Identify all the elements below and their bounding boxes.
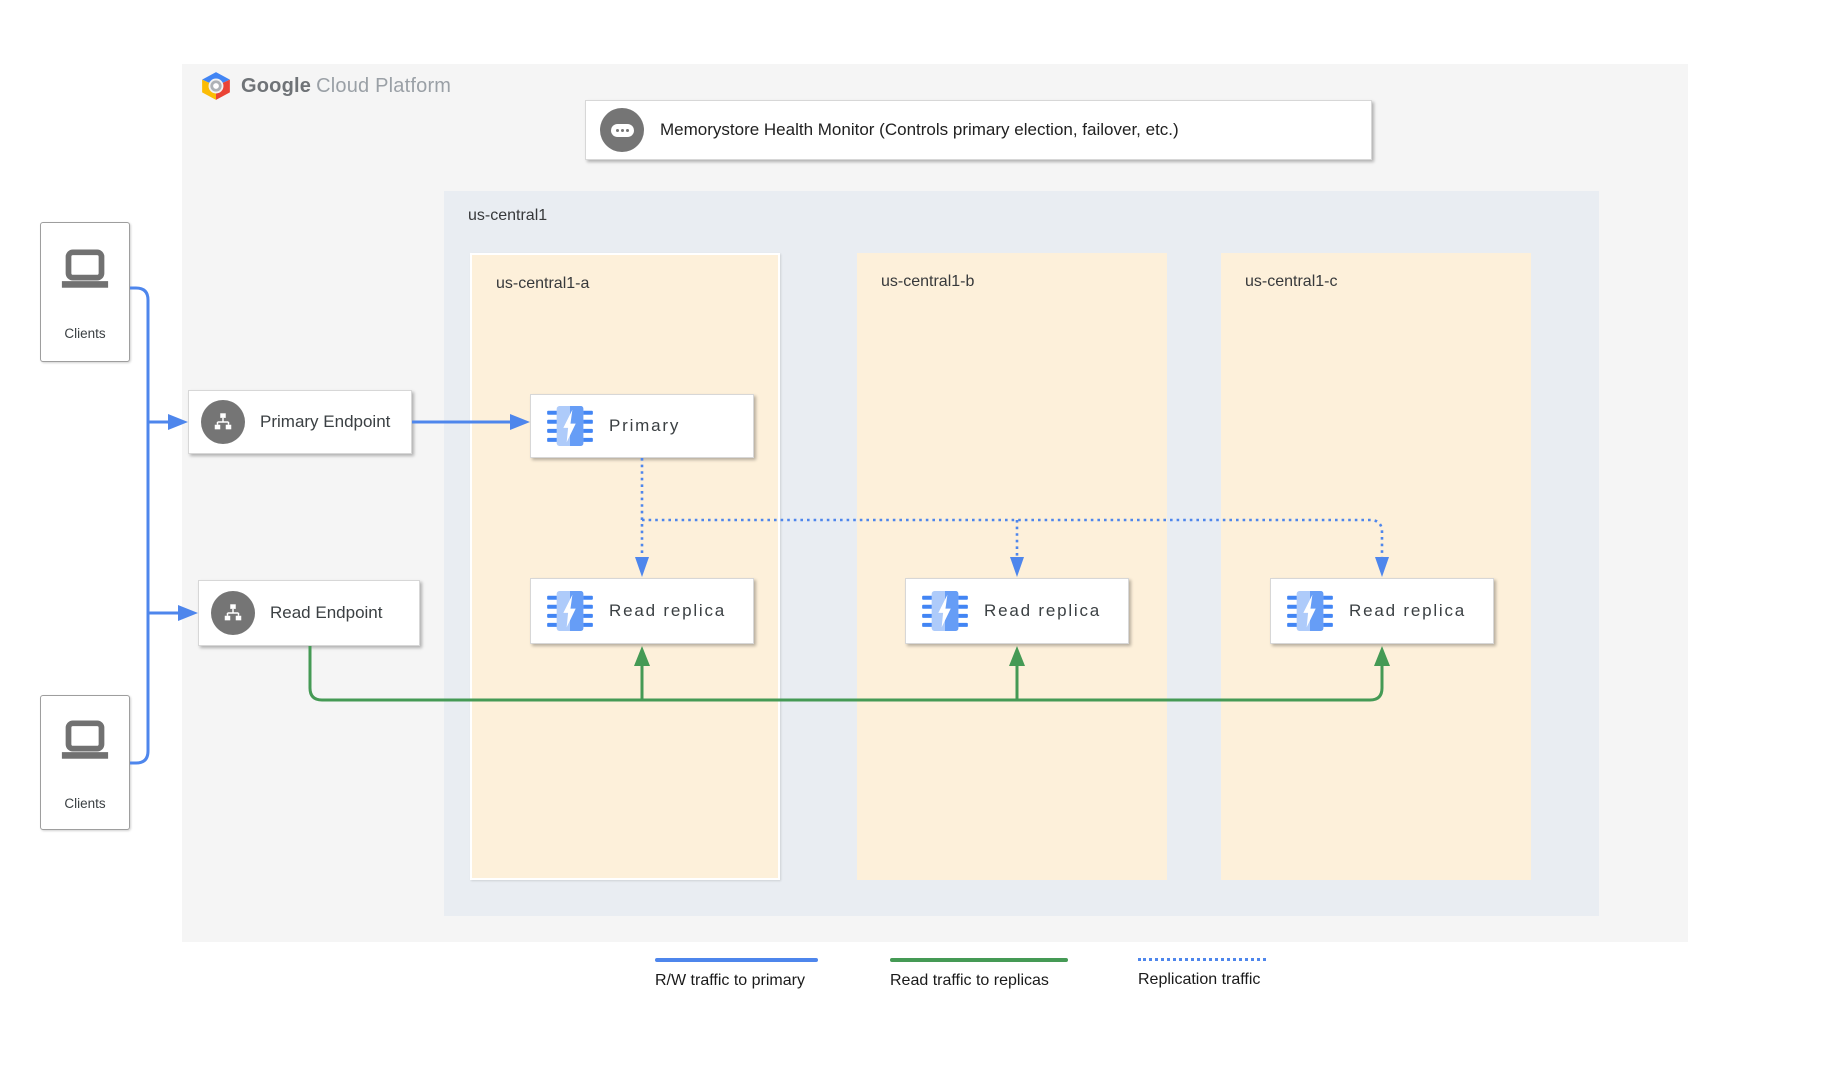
laptop-icon: [61, 249, 109, 288]
logo-cloud-platform: Cloud Platform: [316, 74, 452, 97]
read-replica-c-box: Read replica: [1270, 578, 1494, 644]
memorystore-icon: [547, 591, 593, 631]
legend-rw-line: [655, 958, 818, 962]
zone-a-label: us-central1-a: [496, 275, 590, 292]
memorystore-icon: [547, 406, 593, 446]
read-replica-a-box: Read replica: [530, 578, 754, 644]
logo-google: Google: [241, 74, 312, 97]
memorystore-icon: [1287, 591, 1333, 631]
legend-rw-traffic: R/W traffic to primary: [655, 958, 818, 990]
zone-us-central1-a: us-central1-a: [470, 253, 780, 880]
zone-b-label: us-central1-b: [881, 273, 975, 290]
read-replica-b-box: Read replica: [905, 578, 1129, 644]
primary-endpoint-label: Primary Endpoint: [260, 412, 391, 431]
clients-label: Clients: [64, 326, 106, 341]
legend-replication-traffic: Replication traffic: [1138, 958, 1266, 989]
health-monitor-label: Memorystore Health Monitor (Controls pri…: [660, 120, 1179, 139]
clients-box-top: Clients: [40, 222, 130, 362]
legend-read-traffic: Read traffic to replicas: [890, 958, 1068, 990]
gcp-hexagon-icon: [202, 72, 230, 100]
read-endpoint-label: Read Endpoint: [270, 603, 383, 622]
health-monitor-icon: [600, 108, 644, 152]
legend-replication-line: [1138, 958, 1266, 961]
primary-endpoint-box: Primary Endpoint: [188, 390, 412, 454]
legend-read-label: Read traffic to replicas: [890, 972, 1049, 989]
read-replica-a-label: Read replica: [609, 601, 727, 620]
legend-rw-label: R/W traffic to primary: [655, 972, 805, 989]
read-replica-c-label: Read replica: [1349, 601, 1467, 620]
memorystore-icon: [922, 591, 968, 631]
read-replica-b-label: Read replica: [984, 601, 1102, 620]
region-label: us-central1: [468, 207, 548, 224]
clients-box-bottom: Clients: [40, 695, 130, 830]
clients-label: Clients: [64, 796, 106, 811]
zone-us-central1-b: us-central1-b: [857, 253, 1167, 880]
laptop-icon: [61, 720, 109, 759]
read-endpoint-box: Read Endpoint: [198, 580, 420, 646]
primary-node-box: Primary: [530, 394, 754, 458]
legend-replication-label: Replication traffic: [1138, 971, 1261, 988]
health-monitor-box: Memorystore Health Monitor (Controls pri…: [585, 100, 1372, 160]
zone-c-label: us-central1-c: [1245, 273, 1338, 290]
legend-read-line: [890, 958, 1068, 962]
primary-node-label: Primary: [609, 416, 681, 435]
zone-us-central1-c: us-central1-c: [1221, 253, 1531, 880]
network-endpoint-icon: [211, 591, 255, 635]
clients-trunk-line: [130, 286, 150, 765]
network-endpoint-icon: [201, 400, 245, 444]
